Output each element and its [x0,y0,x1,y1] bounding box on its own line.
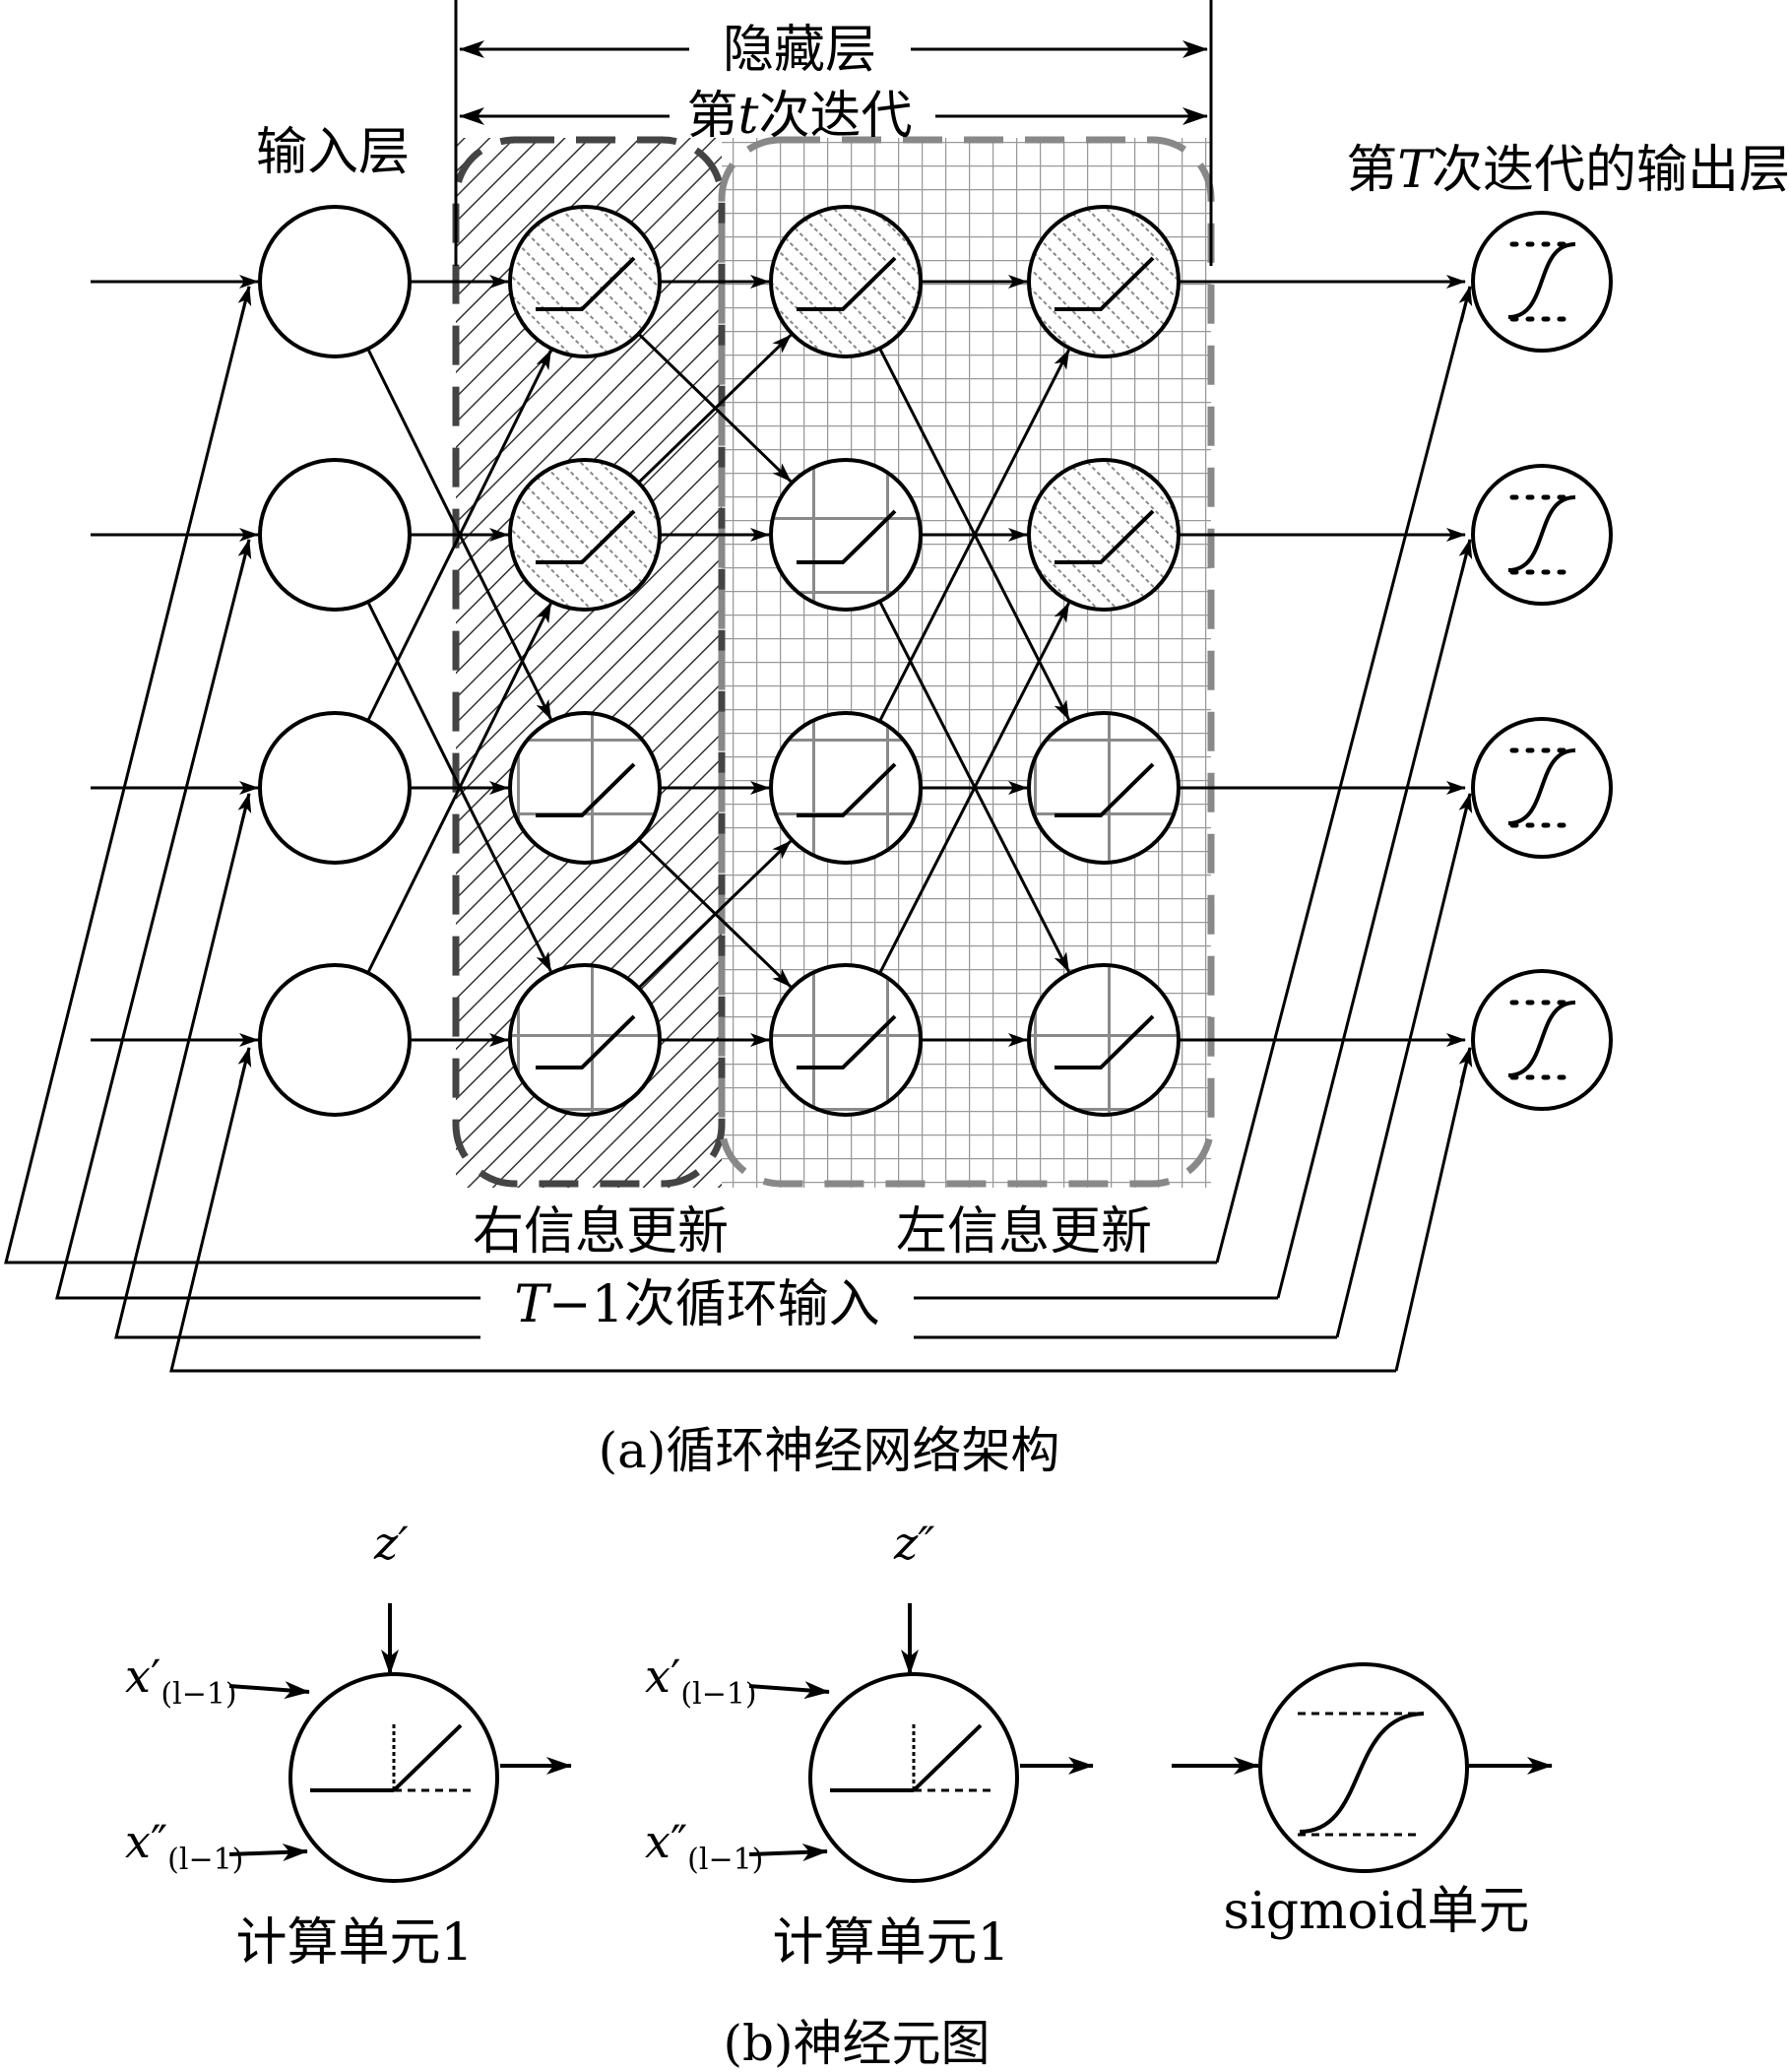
hidden-node-c2-r2 [769,458,923,612]
output-sigmoid-node-2 [1471,464,1613,606]
hidden-node-c2-r3 [769,711,923,865]
edge-in-h1 [366,603,552,974]
hidden-node-c2-r1 [769,205,923,358]
hidden-node-c3-r2 [1027,458,1181,612]
loop-input-label: T−1次循环输入 [514,1275,879,1334]
input-layer-label: 输入层 [256,123,410,182]
svg-text:x″(l−1): x″(l−1) [125,1815,243,1877]
edge-h1-h2 [637,840,792,990]
hidden-node-c1-r2 [508,458,662,612]
loop-label-bg [480,1280,914,1349]
edge-h1-h2 [637,334,793,485]
network-nodes [258,205,1613,1117]
output-sigmoid-node-4 [1471,969,1613,1111]
hidden-layer-bracket [454,0,1213,266]
loop-arrowheads [237,286,1473,1084]
network-connections [91,275,1466,1047]
input-node-1 [258,205,412,358]
hidden-layer-label: 隐藏层 [723,21,876,80]
output-sigmoid-node-1 [1471,211,1613,353]
hidden-node-c1-r1 [508,205,662,358]
hidden-node-c3-r1 [1027,205,1181,358]
hidden-node-c3-r4 [1027,963,1181,1117]
iteration-label: 第t次迭代 [687,87,913,146]
svg-text:x″(l−1): x″(l−1) [645,1815,763,1877]
edge-h2-h3 [878,602,1070,974]
svg-text:x′(l−1): x′(l−1) [125,1650,237,1712]
input-node-2 [258,458,412,612]
left-update-border [718,136,1215,1188]
legend-caption-2: 计算单元1 [772,1913,1009,1973]
hidden-node-c2-r4 [769,963,923,1117]
right-update-label: 右信息更新 [473,1202,729,1262]
legend-sigmoid-unit: sigmoid单元 [1172,1662,1553,1941]
caption-b: (b)神经元图 [723,2015,990,2072]
output-layer-label: 第T次迭代的输出层 [1346,141,1789,200]
hidden-node-c1-r4 [508,963,662,1117]
edge-h2-h3 [878,349,1070,722]
output-sigmoid-node-3 [1471,717,1613,859]
legend-caption-3: sigmoid单元 [1223,1882,1529,1941]
svg-text:z″: z″ [893,1517,934,1570]
left-update-label: 左信息更新 [896,1202,1152,1262]
hidden-node-c1-r3 [508,711,662,865]
edge-in-h1 [366,350,552,722]
input-node-4 [258,963,412,1117]
hidden-node-c3-r3 [1027,711,1181,865]
svg-text:z′: z′ [373,1517,409,1570]
svg-text:x′(l−1): x′(l−1) [645,1650,757,1712]
input-node-3 [258,711,412,865]
legend-caption-1: 计算单元1 [235,1913,473,1973]
legend-compute-unit-1: z′ x′(l−1) x″(l−1) 计算单元1 [125,1517,572,1973]
caption-a: (a)循环神经网络架构 [599,1422,1060,1479]
legend-compute-unit-2: z″ x′(l−1) x″(l−1) 计算单元1 [645,1517,1094,1973]
